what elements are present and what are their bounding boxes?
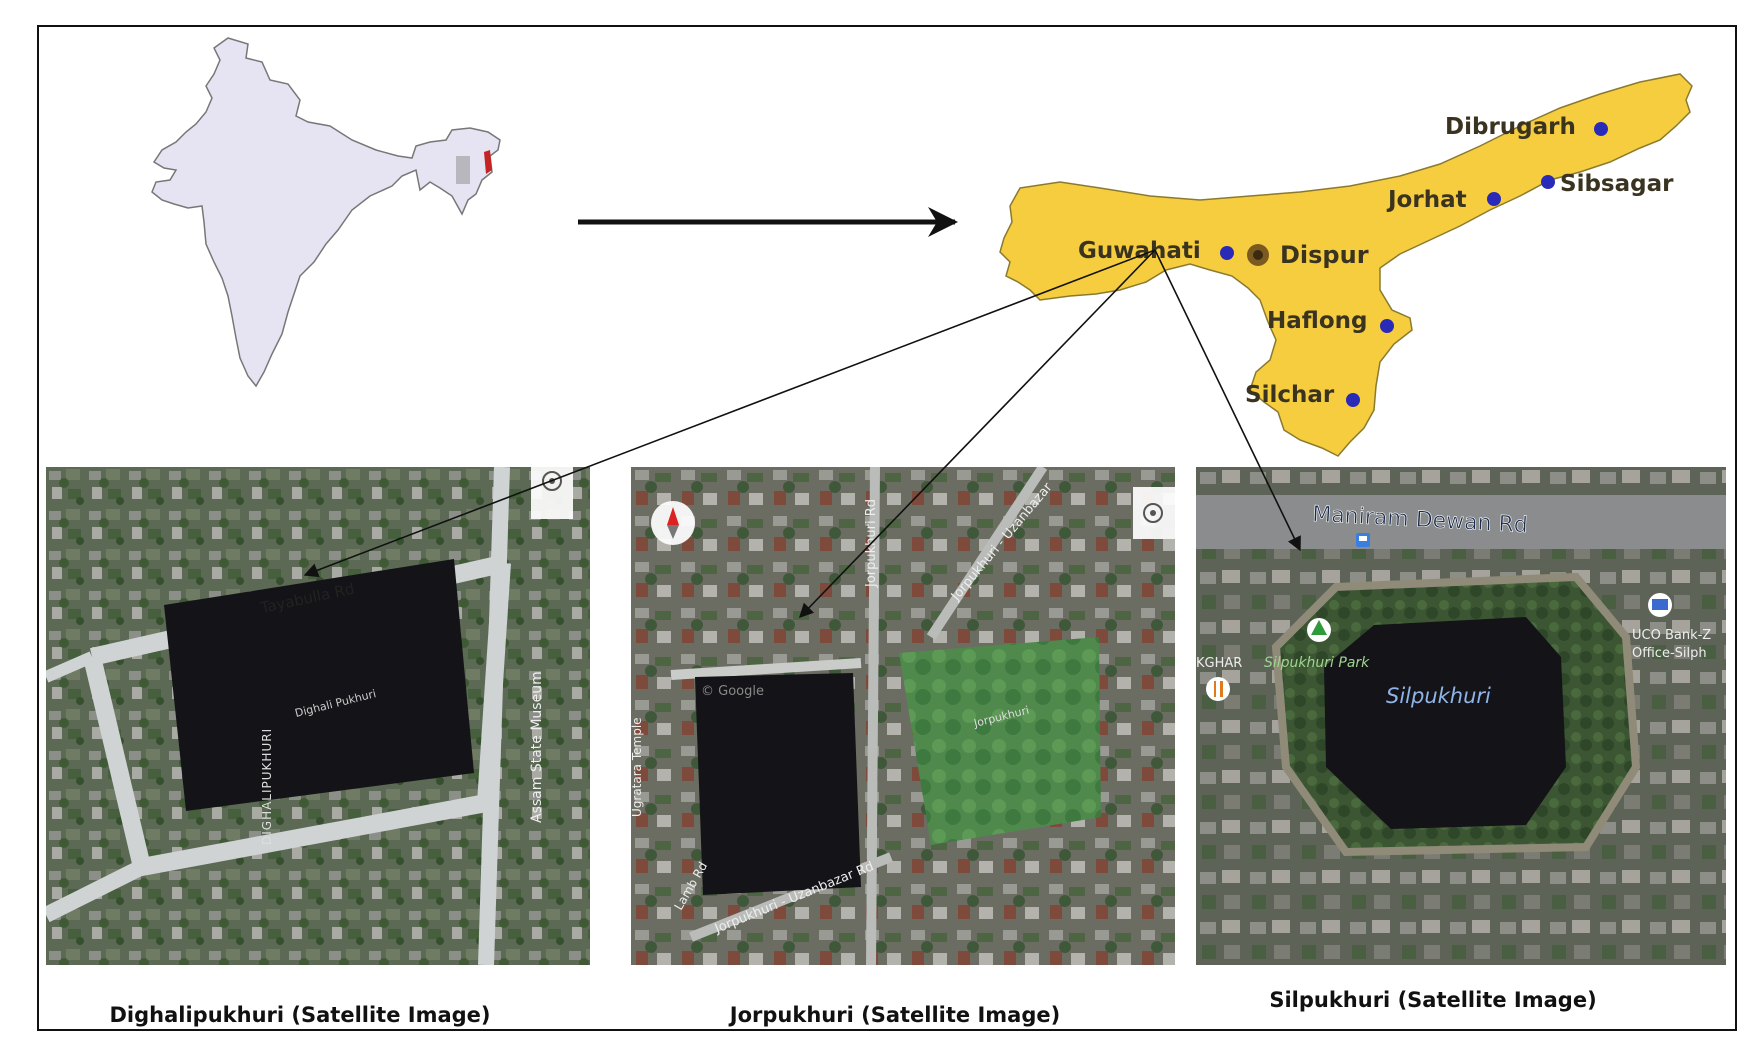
park-tree-icon[interactable] — [1307, 618, 1331, 642]
caption-silpukhuri: Silpukhuri (Satellite Image) — [1269, 988, 1597, 1012]
lake-label: Silpukhuri — [1386, 684, 1491, 708]
caption-dighalipukhuri: Dighalipukhuri (Satellite Image) — [109, 1003, 491, 1027]
pointer-arrows — [303, 249, 1301, 619]
city-label: Dispur — [1280, 241, 1369, 269]
compass-icon[interactable] — [651, 501, 695, 545]
bank-label: Office-Silph — [1632, 646, 1707, 661]
arrow-to-silpukhuri — [1154, 249, 1301, 552]
city-haflong: Haflong — [1267, 308, 1394, 334]
assam-highlight — [456, 156, 470, 184]
city-label: Guwahati — [1078, 238, 1201, 264]
city-dibrugarh: Dibrugarh — [1445, 114, 1608, 140]
india-map — [151, 37, 501, 388]
city-label: Sibsagar — [1560, 171, 1674, 197]
city-sibsagar: Sibsagar — [1541, 171, 1674, 197]
park-label: Silpukhuri Park — [1264, 655, 1370, 671]
city-label: Haflong — [1267, 308, 1367, 334]
figure-frame — [37, 25, 1737, 1031]
map-watermark: © Google — [701, 684, 764, 699]
bank-label: UCO Bank-Z — [1632, 628, 1711, 643]
satellite-panel-jorpukhuri: Jorpukhuri Rd Jorpukhuri - Uzanbazar Jor… — [630, 467, 1175, 965]
bus-stop-icon[interactable] — [1356, 533, 1370, 547]
india-outline — [151, 37, 501, 388]
museum-label: Assam State Museum — [529, 671, 545, 823]
lake-jorpukhuri-green — [899, 637, 1101, 845]
restaurant-icon[interactable] — [1206, 677, 1230, 701]
location-target-icon[interactable] — [1133, 487, 1175, 539]
lake-silpukhuri — [1324, 617, 1566, 829]
city-silchar: Silchar — [1245, 382, 1360, 408]
lake-jorpukhuri-dark — [695, 673, 861, 895]
arrow-to-jorpukhuri — [798, 249, 1156, 619]
city-label: Silchar — [1245, 382, 1335, 408]
city-label: Dibrugarh — [1445, 114, 1576, 140]
assam-map: Dibrugarh Sibsagar Jorhat Guwahati Dispu… — [999, 73, 1693, 457]
place-label: KGHAR — [1196, 656, 1242, 671]
temple-label: Ugratara Temple — [630, 717, 644, 817]
lake-vertical-label: DIGHALIPUKHURI — [260, 728, 274, 845]
satellite-panel-silpukhuri: Maniram Dewan Rd Silpukhuri Silpukhuri P… — [1196, 467, 1726, 965]
lake-dighalipukhuri — [164, 559, 474, 811]
caption-jorpukhuri: Jorpukhuri (Satellite Image) — [729, 1003, 1061, 1027]
bank-icon[interactable] — [1648, 593, 1672, 617]
city-label: Jorhat — [1386, 187, 1467, 213]
satellite-panel-dighalipukhuri: Tayabulla Rd DIGHALIPUKHURI Dighali Pukh… — [46, 467, 590, 965]
arrow-to-dighalipukhuri — [303, 249, 1156, 578]
city-jorhat: Jorhat — [1386, 187, 1501, 213]
manipur-highlight — [484, 150, 492, 174]
city-guwahati: Guwahati — [1078, 238, 1234, 264]
city-dispur: Dispur — [1247, 241, 1369, 269]
